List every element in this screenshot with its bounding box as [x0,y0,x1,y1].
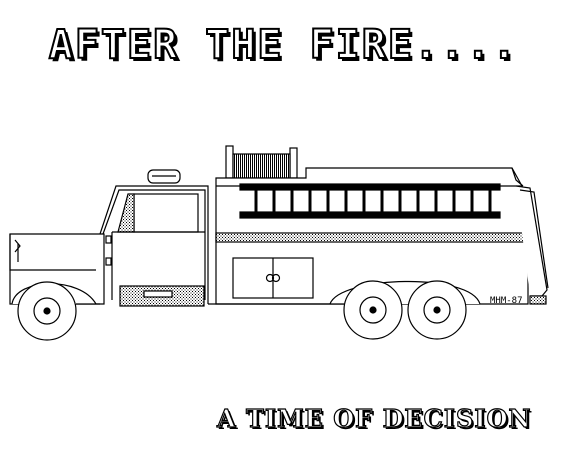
artist-signature: MHM-87 [490,296,523,306]
ladder-icon [239,183,501,219]
hose-reel [225,145,298,179]
game-subtitle: A TIME OF DECISION [216,403,532,433]
rear-wheel-1-icon [343,280,403,340]
front-wheel-icon [17,281,77,341]
rear-wheel-2-icon [407,280,467,340]
game-title: AFTER THE FIRE.... [48,21,519,69]
truck-cab [99,185,209,307]
siren-light-icon [147,169,181,184]
